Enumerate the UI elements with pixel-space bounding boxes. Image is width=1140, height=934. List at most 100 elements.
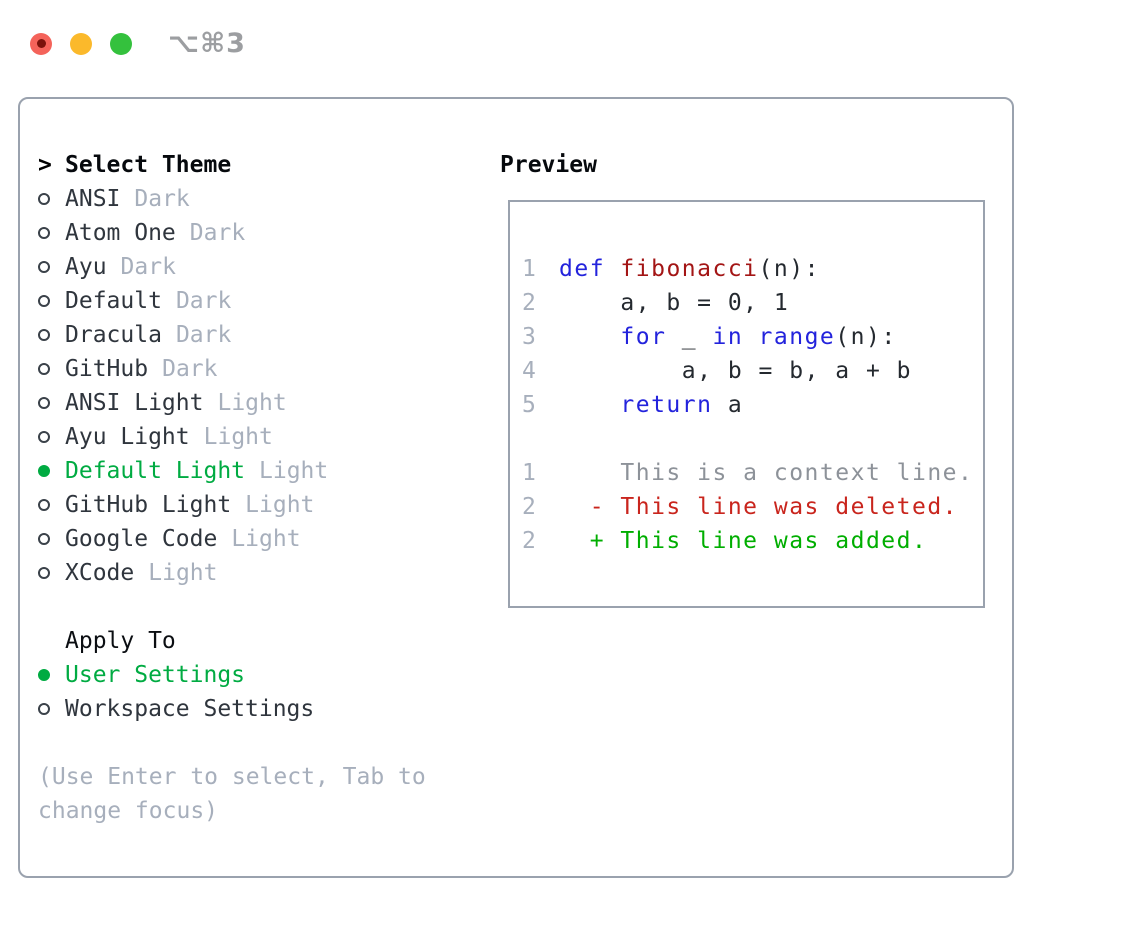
code-text [743, 324, 758, 350]
code-text [559, 324, 620, 350]
theme-option-ansi-light[interactable]: ANSI Light Light [38, 386, 500, 420]
close-dot-icon [36, 39, 46, 48]
theme-name: Ayu Light [65, 424, 190, 450]
maximize-button[interactable] [110, 32, 132, 55]
radio-icon [38, 533, 65, 545]
theme-option-github-light[interactable]: GitHub Light Light [38, 488, 500, 522]
theme-variant: Light [245, 492, 315, 518]
line-number: 5 [522, 392, 538, 418]
theme-variant: Light [259, 458, 329, 484]
theme-option-github-dark[interactable]: GitHub Dark [38, 352, 500, 386]
theme-name: ANSI Light [65, 390, 204, 416]
apply-option-label: User Settings [65, 662, 246, 688]
theme-option-dracula-dark[interactable]: Dracula Dark [38, 318, 500, 352]
radio-icon [38, 295, 65, 307]
divider-space [38, 590, 500, 624]
theme-variant: Light [203, 424, 273, 450]
theme-option-atom-one-dark[interactable]: Atom One Dark [38, 216, 500, 250]
radio-icon [38, 431, 65, 443]
code-text [605, 256, 620, 282]
theme-name: Ayu [65, 254, 107, 280]
theme-name: GitHub Light [65, 492, 232, 518]
diff-added-line: 2 + This line was added. [522, 524, 983, 558]
apply-option-workspace-settings[interactable]: Workspace Settings [38, 692, 500, 726]
theme-variant: Light [217, 390, 287, 416]
theme-option-ansi-dark[interactable]: ANSI Dark [38, 182, 500, 216]
theme-name: XCode [65, 560, 135, 586]
code-line: 3 for _ in range(n): [522, 320, 983, 354]
code-keyword: in [712, 324, 744, 350]
code-keyword: def [559, 256, 606, 282]
theme-variant: Dark [162, 356, 218, 382]
apply-to-title: Apply To [65, 628, 176, 654]
radio-selected-icon [38, 465, 65, 477]
theme-name: GitHub [65, 356, 149, 382]
diff-added-text: + This line was added. [559, 528, 928, 554]
apply-to-header: Apply To [38, 624, 500, 658]
code-line: 1 def fibonacci(n): [522, 252, 983, 286]
focus-prompt-icon: > [38, 152, 52, 178]
divider-space [38, 726, 500, 760]
theme-selector-panel: > Select Theme ANSI Dark Atom One Dark A… [18, 97, 1014, 878]
select-theme-title: Select Theme [65, 152, 232, 178]
theme-variant: Dark [120, 254, 176, 280]
code-line: 5 return a [522, 388, 983, 422]
theme-variant: Dark [175, 322, 232, 348]
theme-option-google-code[interactable]: Google Code Light [38, 522, 500, 556]
radio-icon [38, 193, 65, 205]
radio-icon [38, 567, 65, 579]
theme-name: Default [65, 288, 162, 314]
code-function: fibonacci [620, 256, 759, 282]
theme-option-default-light[interactable]: Default Light Light [38, 454, 500, 488]
theme-name: Google Code [65, 526, 218, 552]
code-text: (n): [758, 256, 820, 282]
apply-option-user-settings[interactable]: User Settings [38, 658, 500, 692]
theme-option-default-dark[interactable]: Default Dark [38, 284, 500, 318]
minimize-button[interactable] [70, 32, 92, 55]
diff-context-text: This is a context line. [559, 460, 974, 486]
code-line: 2 a, b = 0, 1 [522, 286, 983, 320]
radio-icon [38, 329, 65, 341]
code-text: a, b = b, a + b [559, 358, 912, 384]
code-text: a, b = 0, 1 [559, 290, 790, 316]
help-text: (Use Enter to select, Tab to change focu… [38, 764, 426, 824]
radio-icon [38, 397, 65, 409]
diff-deleted-text: - This line was deleted. [559, 494, 959, 520]
line-number: 1 [522, 460, 538, 486]
theme-name: Default Light [65, 458, 246, 484]
line-number: 2 [522, 494, 538, 520]
code-text [559, 392, 620, 418]
theme-option-ayu-light[interactable]: Ayu Light Light [38, 420, 500, 454]
code-text: _ [666, 324, 713, 350]
radio-icon [38, 261, 65, 273]
radio-icon [38, 499, 65, 511]
code-keyword: range [758, 324, 836, 350]
apply-option-label: Workspace Settings [65, 696, 315, 722]
radio-icon [38, 703, 65, 715]
close-button[interactable] [30, 32, 52, 55]
theme-variant: Dark [134, 186, 190, 212]
window-title: ⌥⌘3 [168, 28, 246, 59]
radio-selected-icon [38, 669, 65, 681]
code-line: 4 a, b = b, a + b [522, 354, 983, 388]
radio-icon [38, 227, 65, 239]
titlebar: ⌥⌘3 [30, 28, 246, 59]
theme-variant: Light [148, 560, 218, 586]
blank-line [522, 422, 983, 456]
select-theme-header: > Select Theme [38, 148, 500, 182]
preview-title: Preview [500, 152, 597, 178]
line-number: 4 [522, 358, 538, 384]
theme-option-ayu-dark[interactable]: Ayu Dark [38, 250, 500, 284]
code-keyword: return [620, 392, 713, 418]
diff-deleted-line: 2 - This line was deleted. [522, 490, 983, 524]
code-text: (n): [835, 324, 897, 350]
line-number: 1 [522, 256, 538, 282]
theme-name: ANSI [65, 186, 121, 212]
theme-option-xcode[interactable]: XCode Light [38, 556, 500, 590]
theme-name: Dracula [65, 322, 162, 348]
code-text: a [712, 392, 744, 418]
theme-variant: Dark [189, 220, 246, 246]
